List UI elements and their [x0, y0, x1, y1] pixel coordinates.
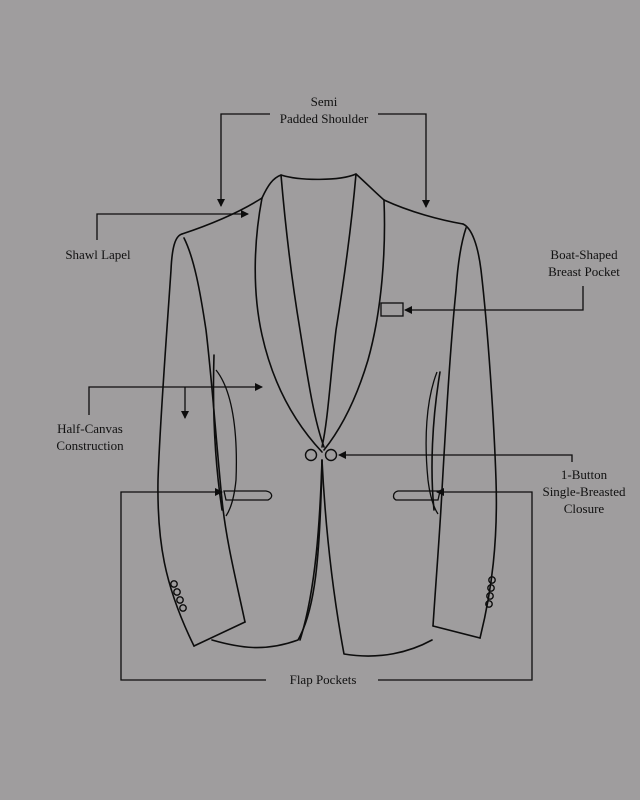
canvas-label-line1: Half-Canvas — [57, 421, 123, 436]
lapel-callout — [96, 210, 249, 240]
right-sleeve-buttons — [485, 576, 496, 608]
jacket-hem-right — [321, 459, 433, 657]
left-lapel-outer — [254, 197, 323, 453]
front-edge — [299, 459, 323, 641]
collar-back — [261, 173, 385, 201]
breast-pocket-label: Boat-Shaped Breast Pocket — [536, 246, 632, 280]
flap-pocket-callout — [120, 488, 533, 681]
lapel-label: Shawl Lapel — [50, 246, 146, 263]
right-sleeve-outer — [462, 223, 498, 639]
right-sleeve-inner — [432, 227, 467, 627]
shoulder-label-line2: Padded Shoulder — [279, 111, 369, 126]
closure-label: 1-Button Single-Breasted Closure — [532, 466, 636, 517]
right-sleeve-cuff — [432, 625, 481, 639]
shoulder-label: Semi Padded Shoulder — [262, 93, 386, 127]
right-lapel-inner — [321, 173, 357, 448]
left-sleeve-inner — [183, 237, 246, 623]
shoulder-callout — [217, 113, 430, 208]
right-side-seam — [431, 371, 441, 511]
left-sleeve-buttons — [170, 580, 187, 612]
closure-buttons — [304, 448, 338, 462]
left-flap-pocket — [223, 490, 273, 501]
left-dart — [215, 369, 237, 517]
closure-label-line2: Single-Breasted — [542, 484, 626, 499]
canvas-label-line2: Construction — [56, 438, 124, 453]
left-shoulder — [181, 197, 263, 235]
canvas-label: Half-Canvas Construction — [40, 420, 140, 454]
left-sleeve-cuff — [193, 621, 246, 647]
lapel-label-line1: Shawl Lapel — [65, 247, 131, 262]
canvas-callout — [88, 383, 263, 419]
right-shoulder — [383, 199, 464, 225]
left-sleeve-outer — [157, 233, 195, 647]
button-right — [324, 448, 338, 462]
left-lapel-inner — [280, 174, 325, 448]
breast-pocket — [380, 302, 404, 317]
breast-pocket-callout — [404, 286, 584, 314]
closure-label-line1: 1-Button — [560, 467, 608, 482]
button-left — [304, 448, 318, 462]
flap-pockets-label: Flap Pockets — [270, 671, 376, 688]
jacket-outline — [157, 173, 498, 657]
closure-label-line3: Closure — [563, 501, 605, 516]
breast-pocket-label-line2: Breast Pocket — [548, 264, 620, 279]
right-lapel-outer — [323, 199, 386, 451]
right-flap-pocket — [392, 490, 441, 501]
right-dart — [425, 371, 439, 515]
flap-pockets-label-line1: Flap Pockets — [289, 672, 357, 687]
shoulder-label-line1: Semi — [310, 94, 338, 109]
breast-pocket-label-line1: Boat-Shaped — [550, 247, 618, 262]
closure-callout — [338, 451, 573, 462]
